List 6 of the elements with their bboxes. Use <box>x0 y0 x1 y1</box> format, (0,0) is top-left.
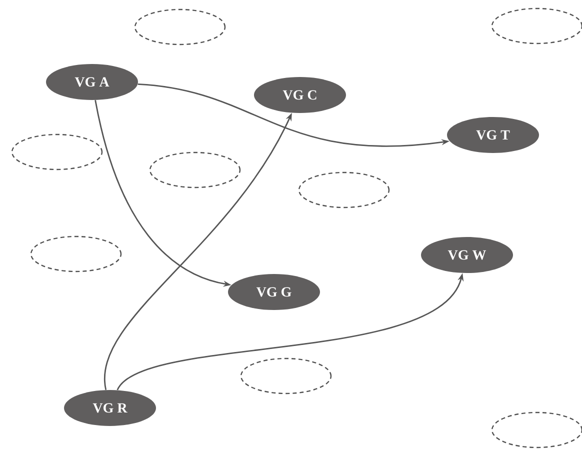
dashed-ellipse <box>240 358 332 394</box>
dashed-ellipse <box>11 134 103 170</box>
dashed-ellipse <box>298 172 390 208</box>
dashed-ellipse <box>134 8 226 46</box>
dashed-ellipse <box>149 152 241 188</box>
dashed-ellipse <box>30 236 122 272</box>
